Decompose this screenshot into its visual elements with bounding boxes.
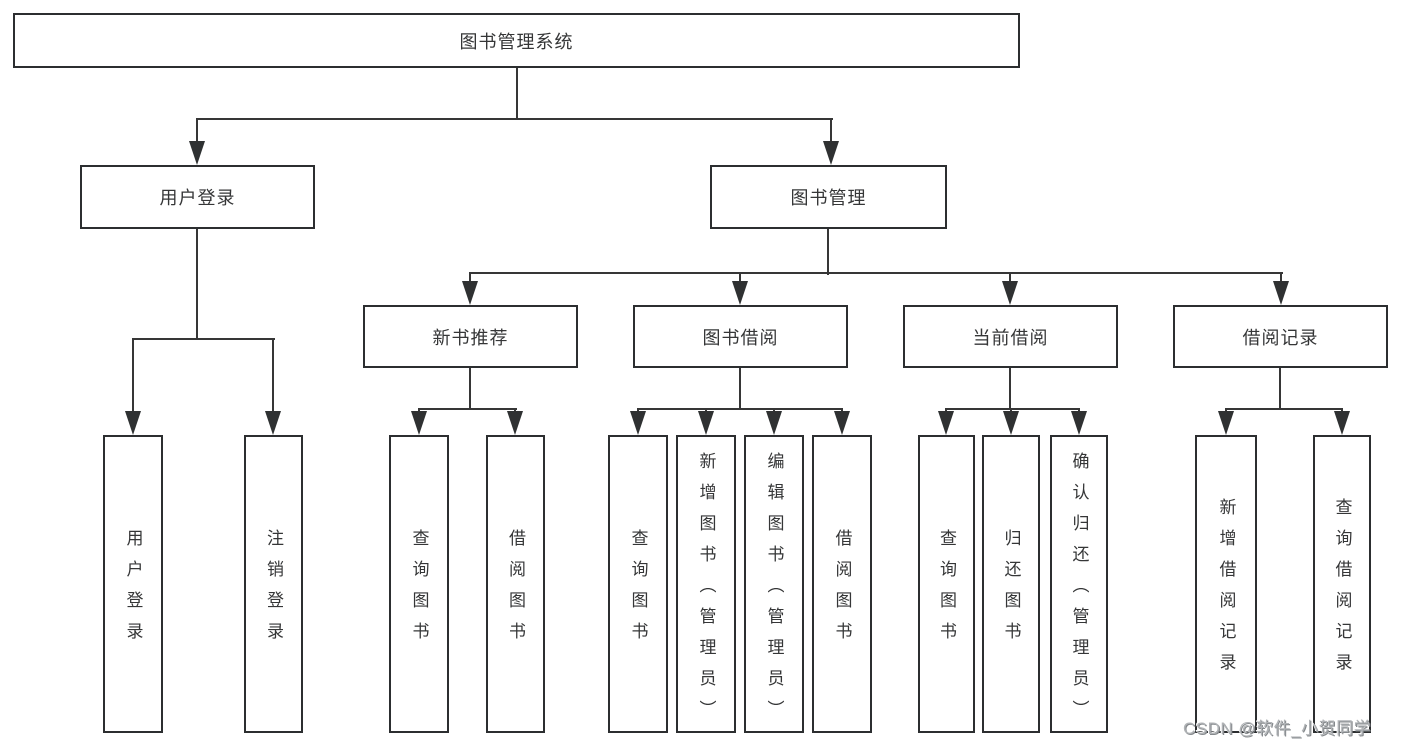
node-borrow-records-label: 借阅记录 (1242, 327, 1319, 348)
arrow-down-icon (1003, 411, 1019, 435)
leaf-cb-confirm-return-admin: 确认归还（管理员） (1050, 435, 1108, 733)
leaf-cb-return-books-label: 归还图书 (1001, 529, 1021, 653)
node-root: 图书管理系统 (13, 13, 1020, 68)
connector-new-book-stem (469, 368, 471, 410)
connector-book-borrow-stem (739, 368, 741, 410)
leaf-nbr-borrow-books-label: 借阅图书 (506, 529, 525, 653)
connector-new-book-hbar (418, 408, 517, 410)
leaf-bb-edit-books-admin: 编辑图书（管理员） (744, 435, 804, 733)
node-user-login: 用户登录 (80, 165, 315, 229)
connector-shaft-current-borrow (1009, 272, 1011, 284)
arrow-down-icon (125, 411, 141, 435)
connector-shaft-book-borrow (739, 272, 741, 284)
leaf-user-login-label: 用户登录 (123, 529, 143, 653)
arrow-down-icon (462, 281, 478, 305)
leaf-br-query-record: 查询借阅记录 (1313, 435, 1371, 733)
node-new-book-recommend-label: 新书推荐 (432, 327, 509, 348)
connector-level3-hbar (469, 272, 1283, 274)
arrow-down-icon (1218, 411, 1234, 435)
leaf-bb-borrow-books-label: 借阅图书 (832, 529, 852, 653)
connector-shaft-leaf-user-login (132, 338, 134, 414)
leaf-cb-return-books: 归还图书 (982, 435, 1040, 733)
leaf-bb-query-books: 查询图书 (608, 435, 668, 733)
node-book-management-label: 图书管理 (790, 188, 867, 208)
connector-shaft-leaf-logout (272, 338, 274, 414)
connector-root-stem (516, 68, 518, 119)
connector-current-borrow-hbar (945, 408, 1080, 410)
leaf-br-add-record-label: 新增借阅记录 (1216, 498, 1236, 684)
node-current-borrowing: 当前借阅 (903, 305, 1118, 368)
node-user-login-label: 用户登录 (159, 188, 236, 208)
leaf-bb-edit-books-admin-label: 编辑图书（管理员） (764, 451, 784, 731)
connector-user-login-stem (196, 229, 198, 340)
node-root-label: 图书管理系统 (459, 31, 574, 52)
arrow-down-icon (630, 411, 646, 435)
leaf-nbr-query-books-label: 查询图书 (409, 529, 429, 653)
arrow-down-icon (507, 411, 523, 435)
leaf-bb-add-books-admin: 新增图书（管理员） (676, 435, 736, 733)
node-new-book-recommend: 新书推荐 (363, 305, 578, 368)
arrow-down-icon (1334, 411, 1350, 435)
connector-shaft-user-login (196, 118, 198, 142)
connector-root-hbar (196, 118, 833, 120)
node-book-borrowing: 图书借阅 (633, 305, 848, 368)
connector-borrow-record-stem (1279, 368, 1281, 410)
connector-user-login-hbar (132, 338, 275, 340)
arrow-down-icon (823, 141, 839, 165)
leaf-nbr-borrow-books: 借阅图书 (486, 435, 545, 733)
arrow-down-icon (698, 411, 714, 435)
connector-book-mgmt-stem (827, 229, 829, 275)
node-borrow-records: 借阅记录 (1173, 305, 1388, 368)
node-current-borrowing-label: 当前借阅 (972, 327, 1049, 348)
arrow-down-icon (411, 411, 427, 435)
leaf-br-query-record-label: 查询借阅记录 (1332, 498, 1352, 684)
leaf-user-login: 用户登录 (103, 435, 163, 733)
leaf-cb-query-books: 查询图书 (918, 435, 975, 733)
arrow-down-icon (189, 141, 205, 165)
leaf-bb-borrow-books: 借阅图书 (812, 435, 872, 733)
arrow-down-icon (265, 411, 281, 435)
leaf-bb-add-books-admin-label: 新增图书（管理员） (696, 451, 716, 731)
leaf-br-add-record: 新增借阅记录 (1195, 435, 1257, 733)
arrow-down-icon (732, 281, 748, 305)
arrow-down-icon (834, 411, 850, 435)
arrow-down-icon (766, 411, 782, 435)
arrow-down-icon (1273, 281, 1289, 305)
arrow-down-icon (938, 411, 954, 435)
connector-book-borrow-hbar (637, 408, 843, 410)
connector-borrow-record-hbar (1225, 408, 1343, 410)
leaf-cb-query-books-label: 查询图书 (937, 529, 956, 653)
watermark: CSDN @软件_小贺同学 (1183, 719, 1372, 738)
connector-shaft-book-mgmt (830, 118, 832, 142)
leaf-nbr-query-books: 查询图书 (389, 435, 449, 733)
leaf-bb-query-books-label: 查询图书 (628, 529, 648, 653)
connector-shaft-borrow-record (1280, 272, 1282, 284)
arrow-down-icon (1002, 281, 1018, 305)
leaf-logout-label: 注销登录 (264, 529, 283, 653)
connector-current-borrow-stem (1009, 368, 1011, 410)
leaf-logout: 注销登录 (244, 435, 303, 733)
node-book-borrowing-label: 图书借阅 (702, 327, 779, 348)
node-book-management: 图书管理 (710, 165, 947, 229)
arrow-down-icon (1071, 411, 1087, 435)
connector-shaft-new-book (469, 272, 471, 284)
leaf-cb-confirm-return-admin-label: 确认归还（管理员） (1069, 451, 1089, 731)
